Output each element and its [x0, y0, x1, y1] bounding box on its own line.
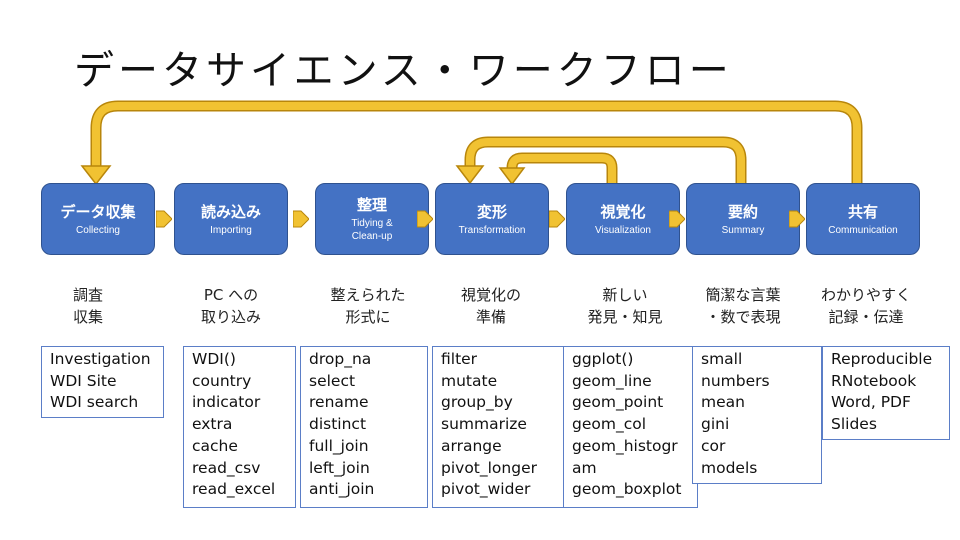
step-title: 要約 [727, 202, 758, 221]
arrowhead-transformation [455, 165, 485, 185]
list-item: pivot_wider [441, 480, 531, 499]
list-item: anti_join [309, 480, 375, 499]
list-item: summarize [441, 415, 527, 434]
list-item: read_csv [192, 458, 261, 477]
arrowhead-collecting [80, 165, 112, 186]
list-item: models [701, 458, 758, 477]
list-item: arrange [441, 436, 502, 455]
list-item: rename [309, 393, 369, 412]
items-communication: Reproducible RNotebook Word, PDF Slides [822, 346, 950, 440]
step-subtitle: Communication [828, 224, 898, 236]
chevron-right-icon [549, 210, 565, 228]
step-visualization: 視覚化 Visualization [566, 183, 680, 255]
step-title: 整理 [356, 196, 387, 214]
list-item: am [572, 458, 597, 477]
list-item: left_join [309, 458, 370, 477]
list-item: WDI() [192, 350, 236, 368]
step-title: 視覚化 [600, 202, 646, 221]
step-communication: 共有 Communication [806, 183, 920, 255]
list-item: pivot_longer [441, 458, 537, 477]
list-item: full_join [309, 436, 369, 455]
chevron-right-icon [417, 210, 433, 228]
chevron-right-icon [789, 210, 805, 228]
list-item: geom_boxplot [572, 480, 682, 499]
list-item: RNotebook [831, 371, 917, 390]
step-description-communication: わかりやすく記録・伝達 [820, 286, 911, 326]
list-item: read_excel [192, 480, 276, 499]
step-title: 読み込み [200, 202, 261, 221]
chevron-right-icon [669, 210, 685, 228]
list-item: geom_line [572, 371, 652, 390]
list-item: cor [701, 436, 726, 455]
items-visualization: ggplot() geom_line geom_point geom_col g… [563, 346, 698, 508]
step-title: 共有 [847, 202, 878, 221]
list-item: mean [701, 393, 745, 412]
list-item: WDI Site [50, 371, 117, 390]
step-transformation: 変形 Transformation [435, 183, 549, 255]
list-item: country [192, 371, 252, 390]
step-description-transformation: 視覚化の準備 [460, 286, 521, 326]
step-subtitle: Summary [721, 224, 765, 236]
list-item: extra [192, 415, 233, 434]
list-item: ggplot() [572, 350, 634, 368]
list-item: gini [701, 415, 730, 434]
list-item: Investigation [50, 350, 151, 368]
chevron-right-icon [293, 210, 309, 228]
list-item: numbers [701, 371, 770, 390]
list-item: group_by [441, 393, 513, 412]
items-transformation: filter mutate group_by summarize arrange… [432, 346, 565, 508]
list-item: drop_na [309, 350, 372, 368]
list-item: indicator [192, 393, 261, 412]
list-item: select [309, 371, 356, 390]
step-subtitle: Collecting [76, 224, 120, 236]
step-description-importing: PC への取り込み [200, 286, 261, 326]
step-title: 変形 [476, 202, 507, 221]
list-item: small [701, 350, 743, 368]
list-item: WDI search [50, 393, 139, 412]
list-item: Word, PDF [831, 393, 911, 412]
step-title: データ収集 [60, 202, 136, 221]
list-item: geom_point [572, 393, 664, 412]
step-tidying: 整理 Tidying & Clean-up [315, 183, 429, 255]
step-subtitle: Transformation [458, 224, 526, 236]
items-summary: small numbers mean gini cor models [692, 346, 822, 484]
list-item: geom_histogr [572, 436, 678, 455]
list-item: cache [192, 436, 238, 455]
page-title: データサイエンス・ワークフロー [74, 48, 733, 94]
list-item: filter [441, 350, 478, 368]
list-item: Reproducible [831, 350, 933, 368]
step-collecting: データ収集 Collecting [41, 183, 155, 255]
items-tidying: drop_na select rename distinct full_join… [300, 346, 428, 508]
list-item: geom_col [572, 415, 647, 434]
step-importing: 読み込み Importing [174, 183, 288, 255]
step-subtitle: Tidying & [351, 218, 393, 229]
step-summary: 要約 Summary [686, 183, 800, 255]
step-description-summary: 簡潔な言葉・数で表現 [705, 286, 781, 326]
items-importing: WDI() country indicator extra cache read… [183, 346, 296, 508]
step-subtitle-2: Clean-up [351, 231, 393, 242]
step-description-visualization: 新しい発見・知見 [587, 286, 663, 326]
list-item: distinct [309, 415, 367, 434]
list-item: Slides [831, 415, 877, 434]
step-description-tidying: 整えられた形式に [330, 286, 406, 326]
list-item: mutate [441, 371, 498, 390]
chevron-right-icon [156, 210, 172, 228]
step-subtitle: Visualization [595, 224, 651, 236]
items-collecting: Investigation WDI Site WDI search [41, 346, 164, 418]
arrowhead-transformation-inner [498, 167, 526, 186]
step-description-collecting: 調査収集 [72, 286, 103, 326]
step-subtitle: Importing [210, 224, 252, 236]
